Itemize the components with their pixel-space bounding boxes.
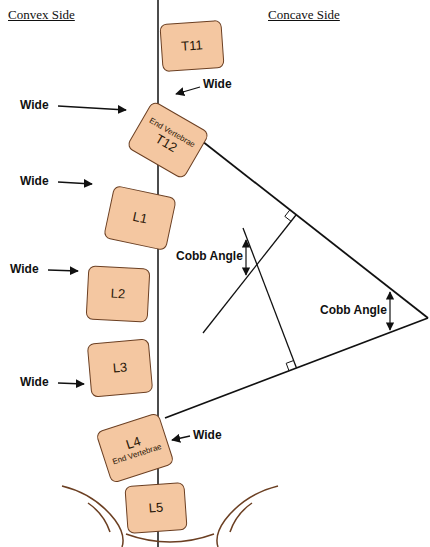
vertebra-body: L4End Vertebrae — [95, 412, 174, 484]
wide-arrow — [58, 182, 92, 184]
wide-label: Wide — [20, 99, 49, 112]
wide-arrow — [172, 436, 190, 440]
vertebra-body: L2 — [86, 265, 151, 322]
wide-arrow — [48, 270, 78, 271]
wide-arrow — [58, 106, 126, 110]
cobb-angle-label: Cobb Angle — [176, 250, 243, 263]
vertebra-label: L2 — [110, 286, 125, 301]
wide-label: Wide — [203, 78, 232, 91]
endplate-line — [165, 112, 428, 318]
vertebra-label: T11 — [181, 38, 203, 54]
perpendicular-line — [243, 228, 297, 368]
wide-label: Wide — [20, 175, 49, 188]
vertebra-label: L5 — [148, 500, 163, 515]
right-angle-mark — [285, 210, 291, 221]
vertebra-body: L1 — [103, 185, 177, 251]
wide-label: Wide — [20, 376, 49, 389]
wide-label: Wide — [10, 263, 39, 276]
vertebra-label: L3 — [112, 360, 128, 376]
vertebra-body: T11 — [159, 20, 224, 72]
perpendicular-line — [203, 215, 296, 333]
vertebra-body: L5 — [124, 482, 187, 534]
wide-arrow — [176, 87, 200, 94]
vertebra-body: End VertebraeT12 — [126, 100, 210, 180]
side-heading: Convex Side — [8, 8, 75, 22]
vertebra-body: L3 — [87, 338, 153, 397]
side-heading: Concave Side — [268, 8, 340, 22]
right-angle-mark — [286, 361, 294, 371]
angle-arrow — [245, 240, 246, 275]
wide-label: Wide — [193, 429, 222, 442]
angle-arrow — [389, 292, 390, 330]
wide-arrow — [58, 383, 84, 384]
cobb-angle-label: Cobb Angle — [320, 304, 387, 317]
vertebra-label: L1 — [131, 209, 148, 226]
